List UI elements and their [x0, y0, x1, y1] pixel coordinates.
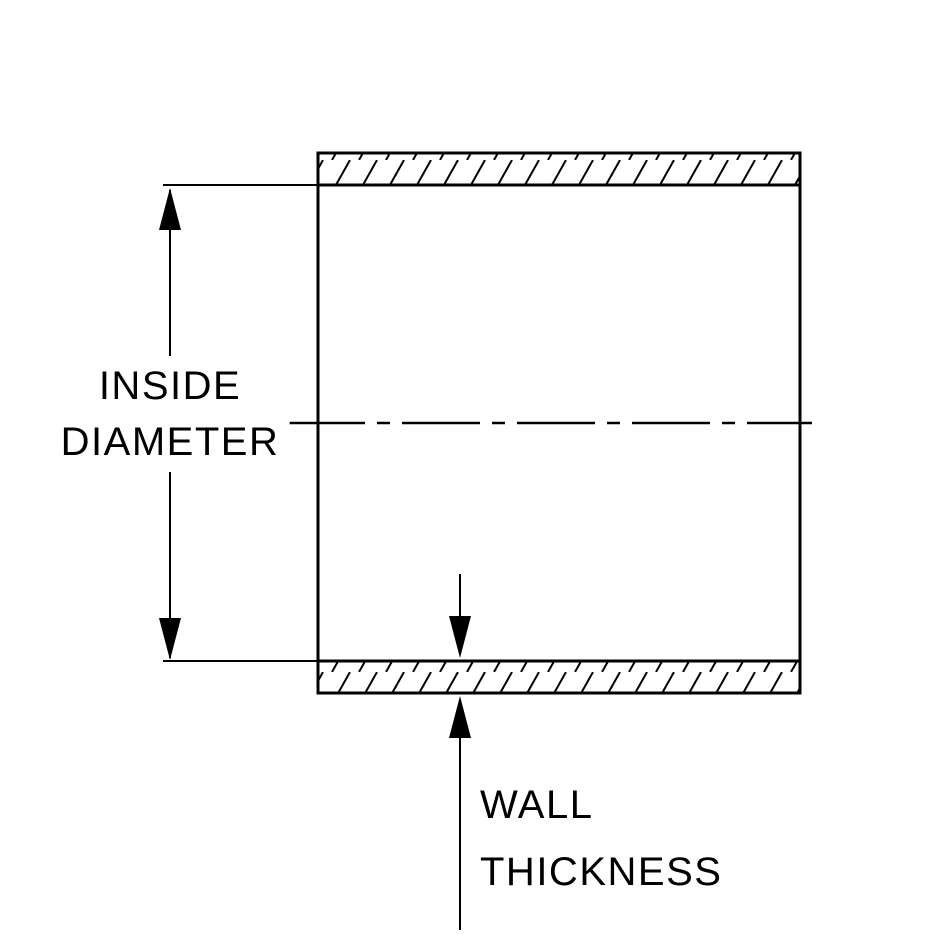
- inside-diameter-label: INSIDE DIAMETER: [50, 356, 290, 472]
- wall-thickness-label-line1: WALL: [480, 783, 594, 827]
- inside-diameter-label-line1: INSIDE: [98, 364, 242, 408]
- wall-thickness-label-line2: THICKNESS: [480, 850, 723, 894]
- bottom-wall-hatch: [316, 659, 802, 695]
- top-wall-hatch: [316, 151, 802, 187]
- arrow-up-icon: [449, 696, 471, 738]
- wall-thickness-dimension: [449, 574, 471, 930]
- arrow-down-icon: [159, 618, 181, 660]
- arrow-up-icon: [159, 188, 181, 230]
- wall-thickness-label: WALL THICKNESS: [478, 770, 729, 908]
- inside-diameter-label-line2: DIAMETER: [60, 420, 280, 464]
- arrow-down-icon: [449, 616, 471, 658]
